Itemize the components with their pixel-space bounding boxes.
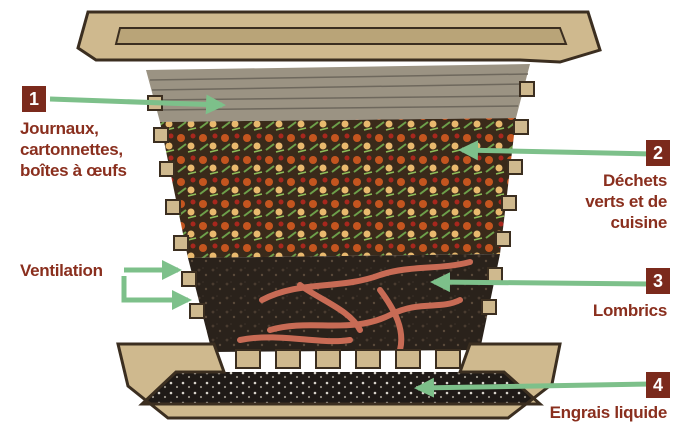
badge-2: 2 [646, 140, 670, 166]
badge-3: 3 [646, 268, 670, 294]
badge-4: 4 [646, 372, 670, 398]
newspaper-layer [146, 64, 530, 122]
arrow-left-icon [434, 282, 652, 284]
label-worms: Lombrics [593, 300, 667, 321]
label-kitchen-waste: Déchets verts et de cuisine [585, 170, 667, 233]
arrow-right-icon [124, 276, 188, 300]
label-liquid-fertilizer: Engrais liquide [550, 402, 667, 423]
label-ventilation: Ventilation [20, 260, 103, 281]
label-newspapers: Journaux, cartonnettes, boîtes à œufs [20, 118, 127, 181]
bottom-grate [236, 350, 460, 368]
kitchen-waste-layer [160, 118, 516, 258]
badge-1: 1 [22, 86, 46, 112]
